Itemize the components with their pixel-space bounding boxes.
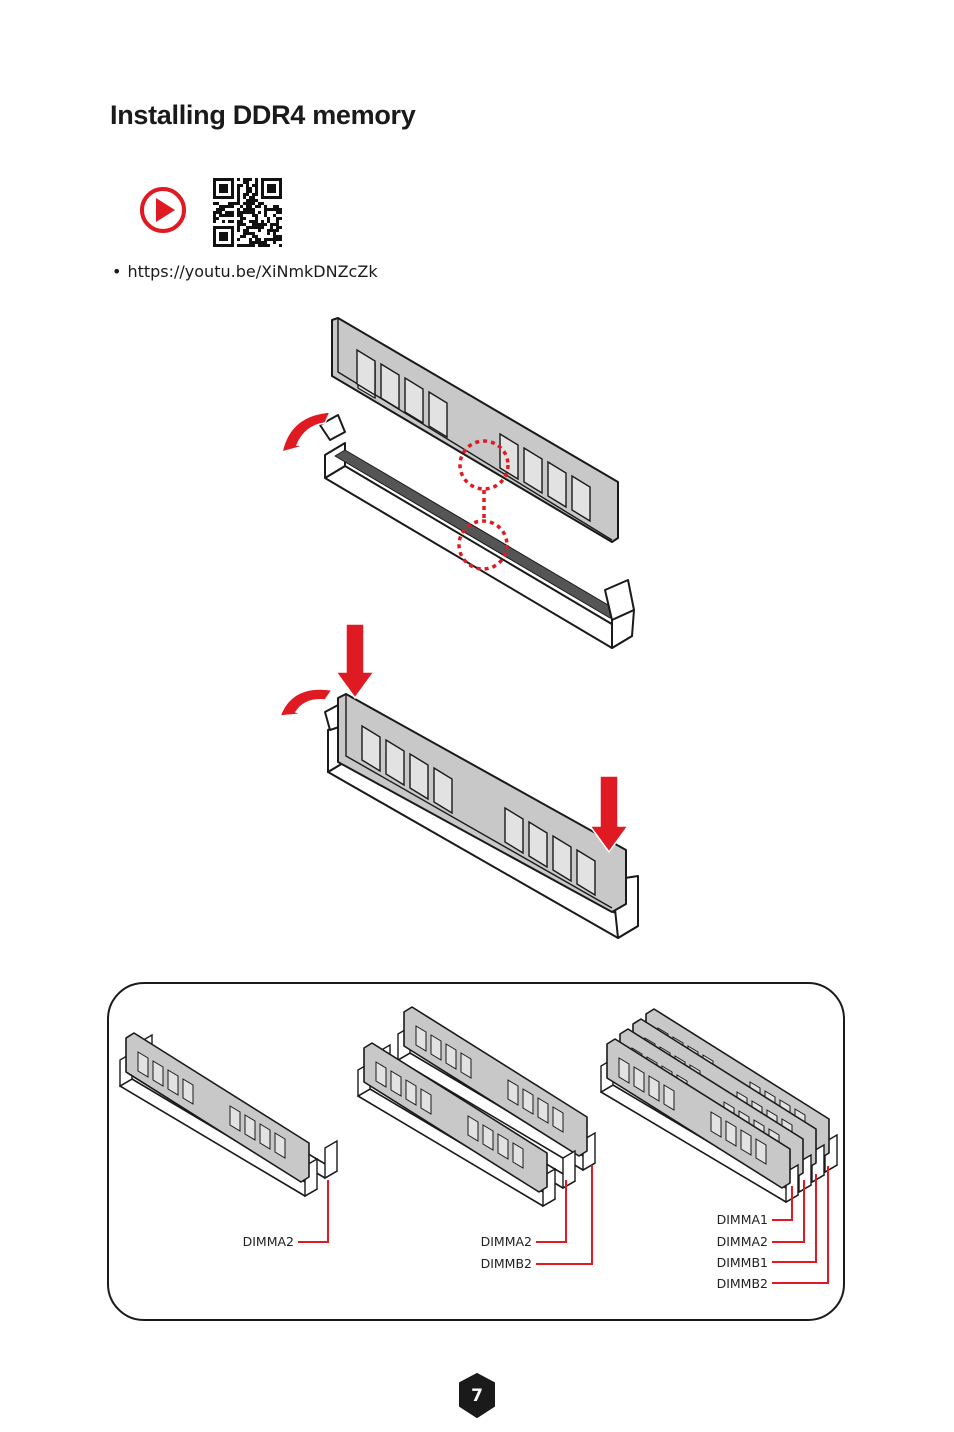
module-chip bbox=[537, 1097, 549, 1124]
dimm-label: DIMMA2 bbox=[717, 1234, 768, 1249]
qr-code-icon[interactable] bbox=[213, 178, 282, 247]
module-chip bbox=[152, 1060, 164, 1087]
slot-latch bbox=[562, 1149, 576, 1190]
play-icon[interactable] bbox=[138, 185, 188, 235]
slot-latch bbox=[324, 1139, 338, 1180]
module-chip bbox=[633, 1066, 645, 1093]
module-chip bbox=[522, 1088, 534, 1115]
module-chip bbox=[663, 1084, 675, 1111]
dimm-label: DIMMA2 bbox=[243, 1234, 294, 1249]
page-number: 7 bbox=[471, 1385, 483, 1406]
module-chip bbox=[430, 1034, 442, 1061]
label-leader-lines bbox=[298, 1165, 829, 1284]
video-url: https://youtu.be/XiNmkDNZcZk bbox=[127, 262, 378, 281]
module-chip bbox=[648, 1075, 660, 1102]
module-chip bbox=[244, 1114, 256, 1141]
push-down-arrow-icon bbox=[588, 775, 630, 854]
memory-configuration-panel: DIMMA2 DIMMA2 DIMMB2 DIMMA1 DIMMA2 DIMMB… bbox=[107, 982, 845, 1321]
step1-insert-diagram bbox=[281, 317, 635, 649]
module-chip bbox=[415, 1025, 427, 1052]
memory-slot bbox=[319, 414, 635, 649]
rotate-arrow-icon bbox=[281, 411, 332, 454]
module-chip bbox=[182, 1078, 194, 1105]
dimm-label: DIMMB2 bbox=[481, 1256, 532, 1271]
module-chip bbox=[618, 1057, 630, 1084]
module-chips bbox=[361, 724, 596, 897]
push-down-arrow-icon bbox=[334, 623, 376, 700]
notch-alignment-marker bbox=[457, 439, 510, 571]
rotate-arrow-icon bbox=[278, 688, 334, 717]
module-chip bbox=[512, 1142, 524, 1169]
dimm-label: DIMMA2 bbox=[481, 1234, 532, 1249]
module-chip bbox=[229, 1105, 241, 1132]
module-chip bbox=[740, 1129, 752, 1156]
module-chip bbox=[274, 1132, 286, 1159]
dimm-label: DIMMA1 bbox=[717, 1212, 768, 1227]
module-chip bbox=[259, 1123, 271, 1150]
module-chip bbox=[507, 1079, 519, 1106]
module-chip bbox=[420, 1088, 432, 1115]
module-chip bbox=[167, 1069, 179, 1096]
module-chip bbox=[390, 1070, 402, 1097]
page-number-badge bbox=[459, 1373, 495, 1418]
module-chip bbox=[497, 1133, 509, 1160]
module-chip bbox=[375, 1061, 387, 1088]
video-link[interactable]: • https://youtu.be/XiNmkDNZcZk bbox=[112, 262, 378, 281]
dimm-label: DIMMB1 bbox=[717, 1255, 768, 1270]
module-chips bbox=[356, 348, 591, 523]
page-title: Installing DDR4 memory bbox=[110, 100, 416, 130]
dimm-label: DIMMB2 bbox=[717, 1276, 768, 1291]
module-chip bbox=[445, 1043, 457, 1070]
module-chip bbox=[137, 1051, 149, 1078]
bullet: • bbox=[112, 262, 122, 281]
module-chip bbox=[725, 1120, 737, 1147]
module-chip bbox=[460, 1052, 472, 1079]
step2-push-diagram bbox=[278, 623, 639, 939]
module-chip bbox=[405, 1079, 417, 1106]
module-chip bbox=[482, 1124, 494, 1151]
module-chip bbox=[755, 1138, 767, 1165]
module-chip bbox=[552, 1106, 564, 1133]
module-chip bbox=[467, 1115, 479, 1142]
module-chip bbox=[710, 1111, 722, 1138]
